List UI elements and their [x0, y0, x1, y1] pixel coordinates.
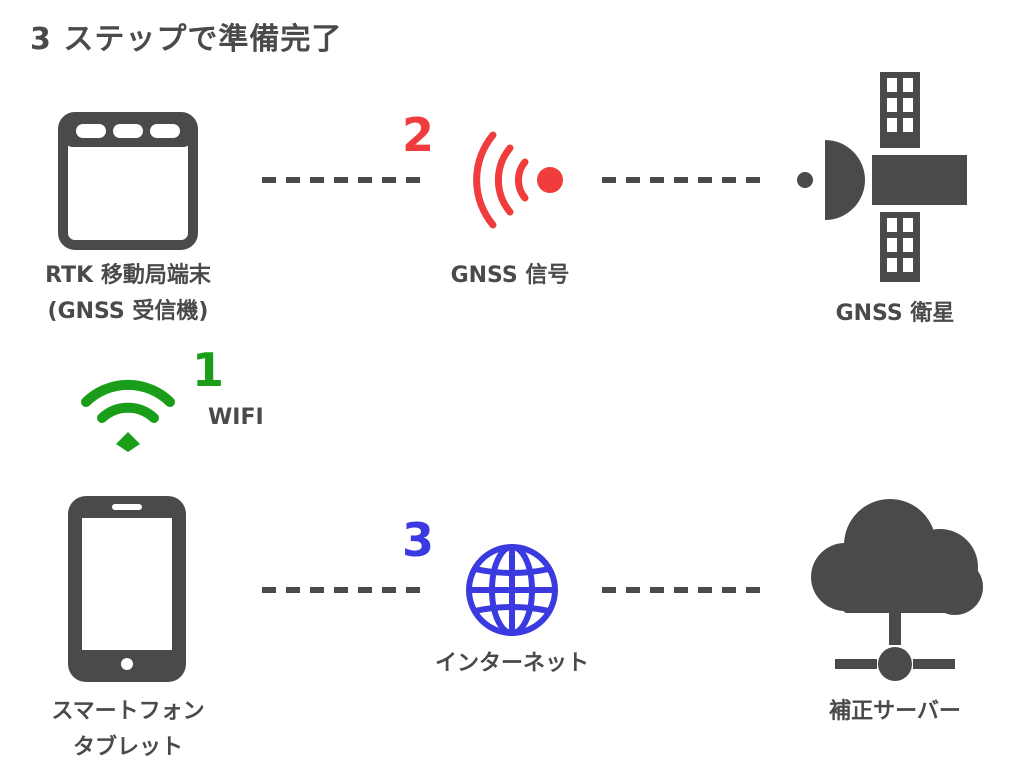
rtk-label-line2: (GNSS 受信機) [47, 299, 209, 324]
diagram-title: 3 ステップで準備完了 [30, 22, 343, 57]
smartphone-label: スマートフォン タブレット [0, 694, 256, 766]
rtk-label: RTK 移動局端末 (GNSS 受信機) [0, 258, 256, 330]
connector-internet-server [602, 587, 760, 593]
wifi-icon [81, 379, 175, 452]
satellite-icon [797, 72, 967, 282]
gnss-signal-label: GNSS 信号 [450, 263, 570, 288]
step-number-2: 2 [402, 108, 435, 162]
rtk-receiver-icon [58, 112, 198, 250]
smartphone-label-line2: タブレット [72, 735, 183, 760]
connector-phone-internet [262, 587, 420, 593]
signal-wave-icon [473, 131, 563, 229]
smartphone-icon [68, 496, 186, 682]
connector-rtk-signal [262, 177, 420, 183]
rtk-label-line1: RTK 移動局端末 [45, 263, 211, 288]
connector-signal-satellite [602, 177, 760, 183]
step-number-3: 3 [402, 513, 435, 567]
step-number-1: 1 [192, 343, 225, 397]
wifi-label: WIFI [208, 405, 264, 430]
globe-icon [466, 544, 558, 636]
internet-label: インターネット [434, 651, 589, 676]
cloud-server-icon [811, 499, 983, 681]
smartphone-label-line1: スマートフォン [51, 699, 205, 724]
gnss-satellite-label: GNSS 衛星 [835, 301, 955, 326]
correction-server-label: 補正サーバー [829, 699, 961, 724]
